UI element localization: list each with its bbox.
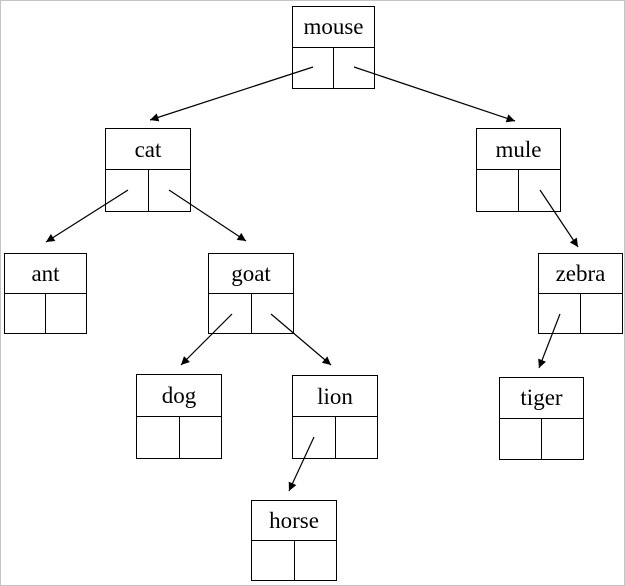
- right-pointer-cell: [295, 541, 337, 581]
- left-pointer-cell: [293, 47, 334, 88]
- left-pointer-cell: [293, 417, 336, 458]
- pointer-cells: [477, 169, 560, 211]
- right-pointer-cell: [180, 417, 222, 459]
- pointer-cells: [5, 292, 86, 334]
- node-label: horse: [269, 507, 319, 533]
- left-pointer-cell: [5, 293, 46, 333]
- right-pointer-cell: [252, 294, 294, 334]
- edge-mouse-left-to-cat: [149, 66, 314, 122]
- left-pointer-cell: [137, 416, 180, 458]
- right-pointer-cell: [519, 170, 560, 211]
- pointer-cells: [106, 169, 190, 211]
- tree-node-ant: ant: [4, 253, 87, 334]
- right-pointer-cell: [334, 48, 374, 89]
- node-label: zebra: [555, 260, 606, 286]
- tree-node-mule: mule: [476, 128, 561, 212]
- pointer-cells: [539, 292, 622, 334]
- left-pointer-cell: [209, 293, 252, 333]
- tree-node-cat: cat: [105, 128, 191, 212]
- left-pointer-cell: [252, 540, 295, 580]
- left-pointer-cell: [477, 170, 519, 211]
- pointer-cells: [252, 539, 337, 581]
- tree-node-tiger: tiger: [499, 377, 584, 460]
- node-label: mule: [495, 136, 542, 162]
- tree-node-lion: lion: [292, 375, 378, 459]
- right-pointer-cell: [149, 170, 191, 211]
- pointer-cells: [293, 46, 374, 89]
- node-label: tiger: [520, 385, 563, 411]
- left-pointer-cell: [500, 418, 542, 459]
- tree-node-zebra: zebra: [538, 253, 623, 334]
- node-label: ant: [31, 260, 60, 286]
- tree-node-dog: dog: [136, 374, 222, 459]
- pointer-cells: [137, 415, 222, 459]
- right-pointer-cell: [581, 294, 622, 334]
- left-pointer-cell: [106, 170, 149, 211]
- tree-node-mouse: mouse: [292, 6, 375, 89]
- pointer-cells: [500, 417, 583, 460]
- node-label: lion: [317, 383, 353, 409]
- right-pointer-cell: [336, 417, 378, 458]
- pointer-cells: [209, 292, 294, 334]
- left-pointer-cell: [539, 293, 581, 333]
- node-label: dog: [161, 382, 197, 408]
- right-pointer-cell: [46, 294, 86, 334]
- edge-mouse-right-to-mule: [353, 66, 516, 123]
- node-label: cat: [134, 136, 162, 162]
- node-label: goat: [231, 260, 271, 286]
- tree-node-horse: horse: [251, 500, 337, 581]
- right-pointer-cell: [542, 419, 583, 460]
- pointer-cells: [293, 416, 377, 458]
- tree-node-goat: goat: [208, 253, 294, 334]
- node-label: mouse: [303, 14, 364, 40]
